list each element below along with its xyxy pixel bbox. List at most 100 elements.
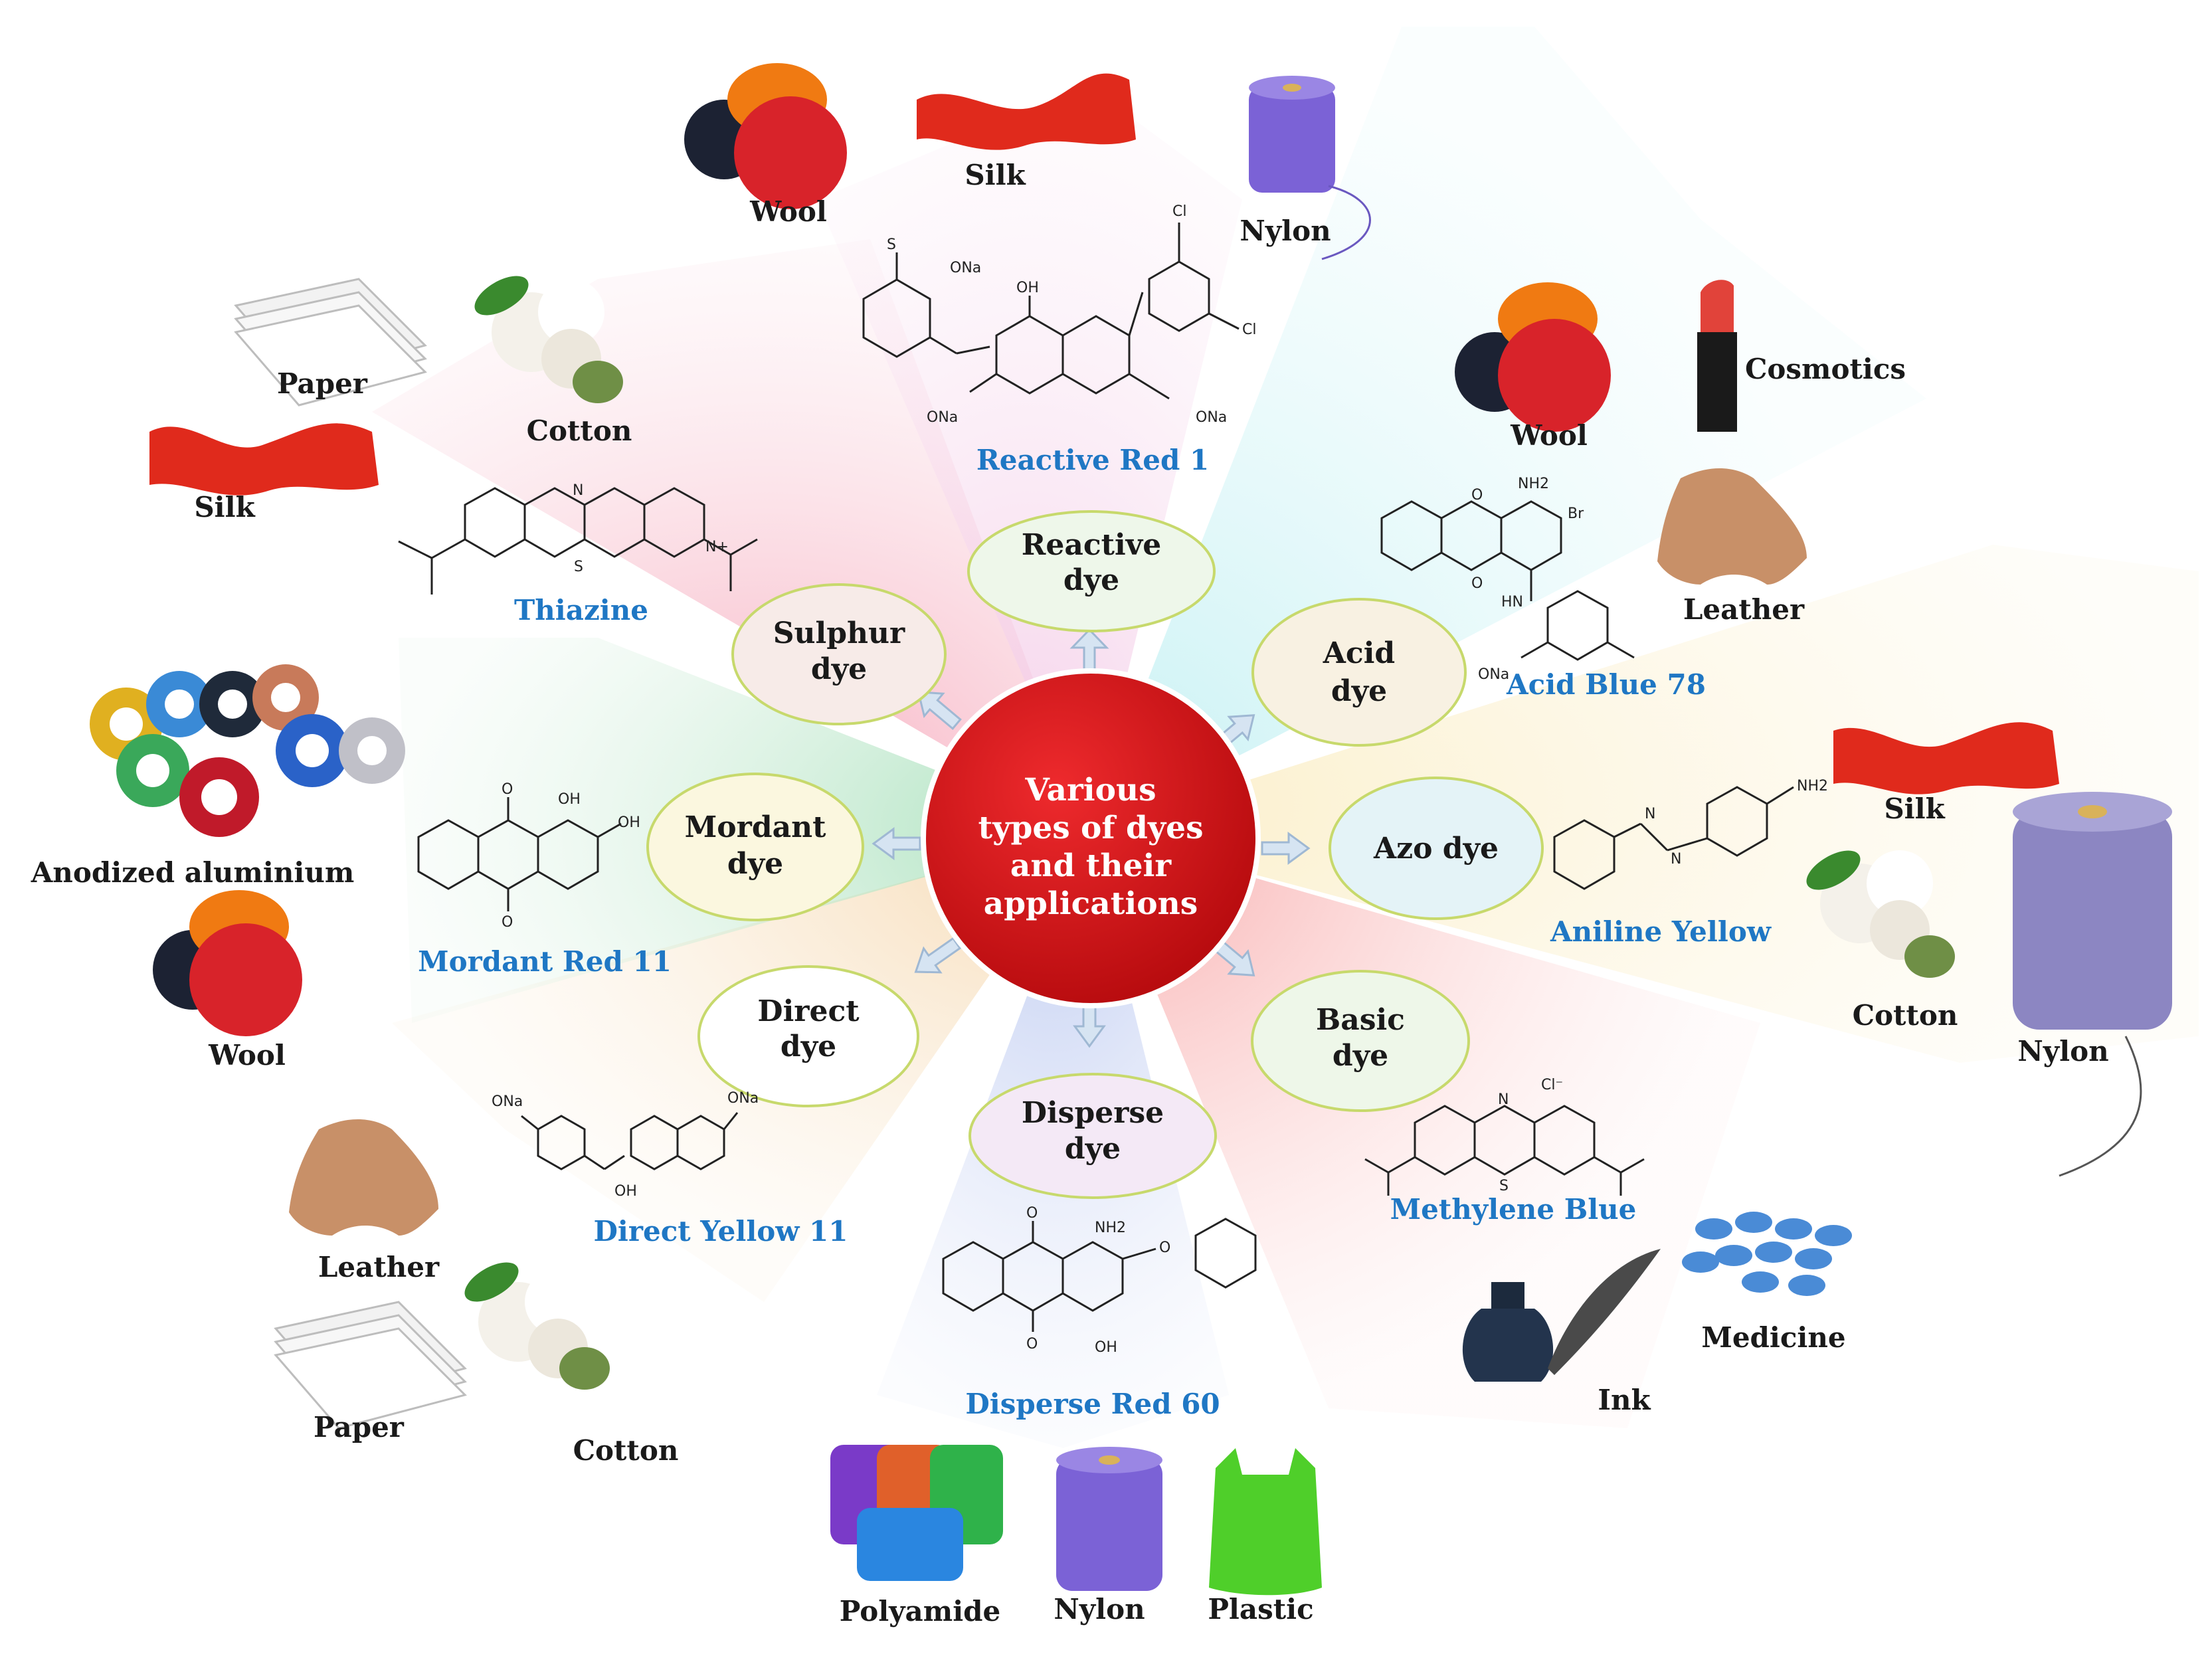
leather-hide-icon-direct: [289, 1119, 438, 1236]
arrow-azo: [1261, 832, 1311, 865]
app-reactive-wool: Wool: [749, 195, 827, 228]
plastic-bag-icon: [1209, 1448, 1322, 1596]
svg-text:O: O: [1471, 575, 1483, 592]
direct-line-2: dye: [781, 1030, 836, 1063]
compound-aniline-yellow: Aniline Yellow: [1550, 915, 1772, 948]
sulphur-line-2: dye: [811, 652, 867, 686]
svg-text:N: N: [1671, 851, 1681, 868]
arrow-direct: [914, 937, 962, 974]
ellipse-direct: [697, 965, 919, 1107]
basic-line-1: Basic: [1316, 1003, 1405, 1037]
leather-hide-icon: [1657, 468, 1807, 585]
anodized-rings-icon: [90, 664, 405, 837]
svg-text:Br: Br: [1568, 506, 1584, 522]
disperse-line-1: Disperse: [1022, 1096, 1164, 1130]
arrow-mordant: [872, 827, 921, 860]
acid-line-2: dye: [1331, 674, 1387, 708]
app-acid-cosmotics: Cosmotics: [1745, 353, 1906, 385]
app-disperse-polyamide: Polyamide: [840, 1595, 1001, 1627]
app-disperse-plastic: Plastic: [1208, 1593, 1313, 1625]
compound-thiazine: Thiazine: [514, 594, 648, 626]
ellipse-basic: [1251, 970, 1470, 1112]
svg-text:ONa: ONa: [1478, 666, 1509, 683]
svg-text:OH: OH: [558, 791, 581, 808]
svg-text:ONa: ONa: [492, 1093, 523, 1110]
medicine-pills-icon: [1682, 1212, 1852, 1296]
svg-text:O: O: [502, 914, 513, 931]
direct-line-1: Direct: [757, 994, 860, 1028]
app-reactive-nylon: Nylon: [1240, 215, 1331, 247]
app-direct-paper: Paper: [314, 1411, 405, 1443]
compound-methylene-blue: Methylene Blue: [1390, 1193, 1637, 1226]
disperse-line-2: dye: [1065, 1132, 1121, 1166]
svg-text:OH: OH: [618, 814, 640, 831]
nylon-spool-icon: [1249, 76, 1371, 260]
app-sulphur-paper: Paper: [277, 367, 368, 400]
silk-fabric-icon: [917, 73, 1136, 150]
structure-direct-yellow-11: [521, 1112, 739, 1170]
sector-reactive: [817, 86, 1242, 830]
app-direct-leather: Leather: [318, 1251, 440, 1283]
compound-reactive-red-1: Reactive Red 1: [976, 444, 1209, 476]
center-circle: [921, 668, 1261, 1008]
ellipse-azo: [1329, 777, 1544, 920]
app-azo-cotton: Cotton: [1853, 999, 1958, 1032]
arrow-reactive: [1069, 628, 1109, 672]
center-line-4: applications: [984, 885, 1198, 922]
center-node: Various types of dyes and their applicat…: [921, 668, 1261, 1008]
nylon-spool-icon-disperse: [1056, 1447, 1162, 1591]
structure-methylene-blue: [1364, 1105, 1645, 1196]
svg-text:N: N: [1498, 1091, 1509, 1108]
mordant-line-1: Mordant: [685, 810, 827, 844]
compound-disperse-red-60: Disperse Red 60: [965, 1388, 1220, 1420]
svg-text:O: O: [1159, 1240, 1170, 1256]
structure-thiazine-labels: N S N+: [573, 482, 729, 575]
svg-text:ONa: ONa: [727, 1090, 759, 1107]
silk-fabric-icon-sulphur: [149, 423, 379, 496]
structure-acid-blue-78: [1380, 500, 1635, 661]
svg-text:N: N: [1645, 806, 1655, 822]
center-line-3: and their: [1010, 848, 1172, 884]
svg-text:OH: OH: [1095, 1339, 1117, 1356]
svg-text:S: S: [887, 236, 896, 253]
compound-mordant-red-11: Mordant Red 11: [418, 945, 672, 978]
structure-direct-labels: ONa ONa OH: [492, 1090, 759, 1200]
paper-stack-icon-sulphur: [234, 278, 427, 407]
app-basic-medicine: Medicine: [1701, 1321, 1845, 1354]
ellipse-acid: [1251, 598, 1467, 747]
dye-node-acid: Acid dye: [1251, 598, 1467, 747]
structure-aniline-yellow: [1553, 786, 1794, 890]
app-acid-wool: Wool: [1510, 419, 1588, 452]
svg-text:O: O: [1026, 1205, 1038, 1222]
arrow-sulphur: [917, 691, 962, 731]
structure-acid-labels: NH2 Br HN O O ONa: [1471, 476, 1584, 683]
dye-nodes: Reactive dye Acid dye Azo dye Basic dye …: [646, 510, 1544, 1199]
dye-node-azo: Azo dye: [1329, 777, 1544, 920]
svg-text:S: S: [574, 559, 583, 575]
app-sulphur-silk: Silk: [194, 491, 255, 523]
mordant-line-2: dye: [727, 847, 783, 881]
acid-line-1: Acid: [1323, 636, 1395, 670]
svg-text:Cl: Cl: [1242, 322, 1256, 338]
silk-fabric-icon-azo: [1833, 722, 2059, 794]
app-mordant-wool: Wool: [208, 1039, 286, 1071]
svg-text:OH: OH: [614, 1183, 637, 1200]
ink-bottle-icon: [1462, 1249, 1661, 1382]
svg-text:ONa: ONa: [1196, 409, 1227, 426]
compound-direct-yellow-11: Direct Yellow 11: [593, 1215, 848, 1248]
dye-node-direct: Direct dye: [697, 965, 919, 1107]
app-azo-nylon: Nylon: [2017, 1035, 2108, 1067]
ellipse-sulphur: [731, 583, 947, 725]
svg-text:ONa: ONa: [950, 260, 981, 276]
svg-text:N+: N+: [705, 539, 729, 555]
dye-node-sulphur: Sulphur dye: [731, 583, 947, 725]
svg-text:ONa: ONa: [927, 409, 958, 426]
app-direct-cotton: Cotton: [573, 1434, 679, 1467]
app-reactive-silk: Silk: [965, 159, 1026, 191]
cotton-boll-icon-sulphur: [474, 276, 623, 403]
svg-text:S: S: [1499, 1178, 1509, 1194]
reactive-line-2: dye: [1063, 563, 1119, 597]
paper-stack-icon-direct: [274, 1301, 467, 1430]
wool-yarn-icon-acid: [1455, 282, 1611, 432]
